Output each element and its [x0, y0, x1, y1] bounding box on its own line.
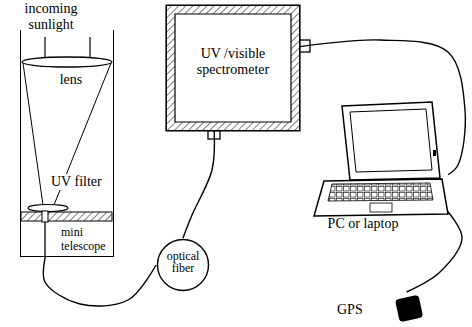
device-name: PC or laptop [308, 216, 418, 232]
light-label: incoming sunlight [6, 1, 96, 33]
part-label: mini telescope [61, 226, 111, 254]
fiber-coil: optical fiber [156, 238, 210, 292]
laptop-keyboard [328, 183, 433, 201]
filter-shape [28, 205, 68, 212]
laptop-screen [342, 102, 440, 180]
part-label: optical fiber [160, 250, 206, 274]
laptop-button [433, 150, 436, 156]
part-label: UV filter [49, 174, 104, 190]
spectrometer-box: UV /visible spectrometer [166, 5, 300, 131]
telescope-tube: lens UV filter mini telescope [20, 30, 114, 257]
fiber-cable [183, 131, 214, 238]
laptop-trackpad [370, 203, 392, 212]
fiber-port [42, 211, 48, 222]
device-name: GPS [337, 302, 377, 318]
fiber-lead [44, 222, 45, 256]
sunlight-ray [89, 37, 90, 57]
light-cone [23, 63, 43, 205]
computer: PC or laptop [308, 98, 448, 235]
laptop-base [314, 179, 448, 216]
fiber-cable [407, 212, 462, 292]
part-label: lens [51, 72, 91, 88]
laptop-display [350, 109, 432, 172]
filter-mount [21, 212, 112, 221]
lens-shape [22, 57, 112, 67]
sunlight-ray [44, 37, 45, 57]
fiber-cable [300, 40, 465, 175]
device-name: UV /visible spectrometer [187, 46, 279, 78]
gps-unit [395, 295, 423, 322]
fiber-cable [43, 257, 156, 306]
gps-device: GPS [333, 292, 425, 322]
housing-wall [166, 5, 300, 131]
